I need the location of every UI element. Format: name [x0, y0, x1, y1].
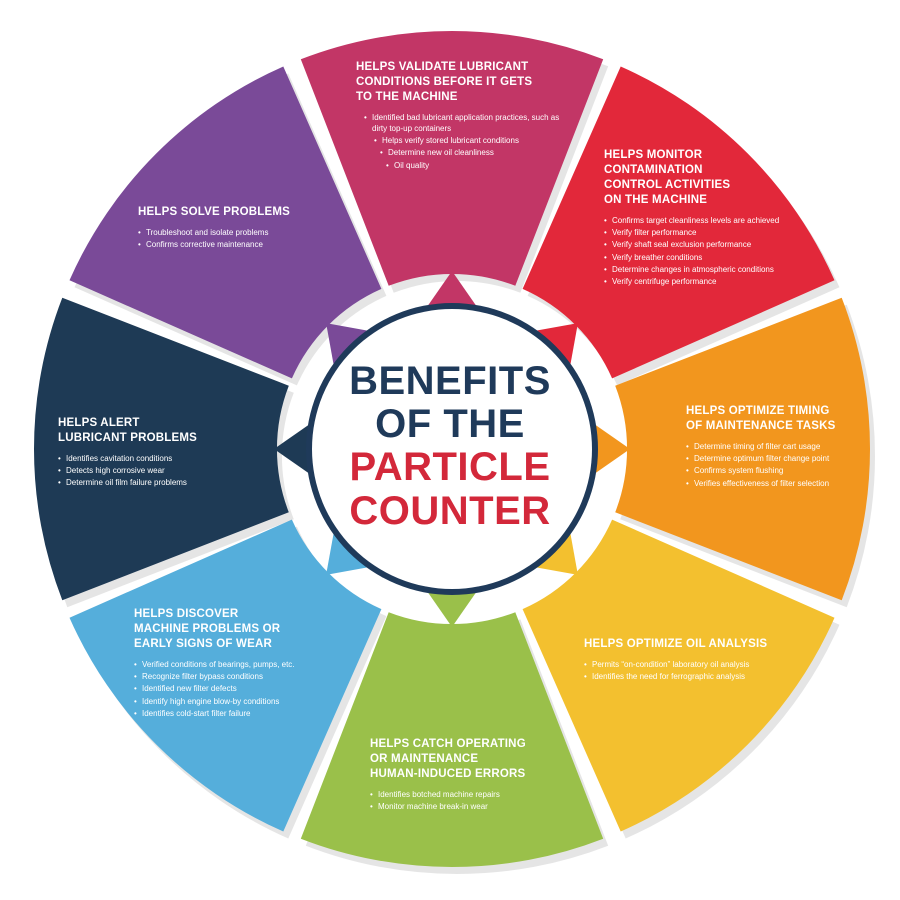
- segment-item: Oil quality: [386, 161, 571, 172]
- segment-title-line: TO THE MACHINE: [356, 90, 458, 103]
- segment-title-line: HELPS CATCH OPERATING: [370, 738, 526, 750]
- segment-title-line: HELPS ALERT: [58, 417, 140, 429]
- segment-title-line: HELPS MONITOR: [604, 149, 703, 161]
- center-title-line-1: BENEFITS: [349, 359, 551, 403]
- segment-title: HELPS VALIDATE LUBRICANT CONDITIONS BEFOR…: [356, 60, 571, 105]
- segment-text-monitor: HELPS MONITOR CONTAMINATION CONTROL ACTIVI…: [604, 148, 819, 290]
- segment-title-line: HELPS DISCOVER: [134, 608, 239, 620]
- segment-title-line: ON THE MACHINE: [604, 193, 708, 206]
- segment-title-line: EARLY SIGNS OF WEAR: [134, 637, 272, 650]
- segment-text-oil-analysis: HELPS OPTIMIZE OIL ANALYSIS Permits “on-c…: [584, 637, 814, 685]
- center-title-line-3: PARTICLE: [349, 445, 551, 490]
- segment-title-line: CONTAMINATION: [604, 163, 703, 176]
- segment-item: Recognize filter bypass conditions: [134, 672, 339, 683]
- segment-item: Helps verify stored lubricant conditions: [374, 136, 571, 147]
- segment-item: Verify filter performance: [604, 228, 819, 239]
- segment-item-list: Troubleshoot and isolate problemsConfirm…: [138, 228, 338, 251]
- segment-title: HELPS ALERT LUBRICANT PROBLEMS: [58, 416, 248, 446]
- segment-item-list: Verified conditions of bearings, pumps, …: [134, 660, 339, 720]
- segment-item: Identified new filter defects: [134, 684, 339, 695]
- segment-title-line: MACHINE PROBLEMS OR: [134, 622, 281, 635]
- segment-item-list: Identifies botched machine repairsMonito…: [370, 790, 570, 813]
- segment-item: Determine optimum filter change point: [686, 454, 876, 465]
- segment-alert: [33, 297, 289, 601]
- segment-text-validate: HELPS VALIDATE LUBRICANT CONDITIONS BEFOR…: [356, 60, 571, 173]
- segment-text-timing: HELPS OPTIMIZE TIMING OF MAINTENANCE TASK…: [686, 404, 876, 491]
- segment-text-alert: HELPS ALERT LUBRICANT PROBLEMS Identifies …: [58, 416, 248, 491]
- segment-item-list: Identified bad lubricant application pra…: [356, 113, 571, 171]
- segment-title-line: HELPS SOLVE PROBLEMS: [138, 206, 291, 218]
- segment-title: HELPS DISCOVER MACHINE PROBLEMS OR EARLY S…: [134, 607, 339, 652]
- segment-title-line: OF MAINTENANCE TASKS: [686, 419, 836, 432]
- segment-item: Determine new oil cleanliness: [380, 148, 571, 159]
- segment-title-line: CONTROL ACTIVITIES: [604, 178, 731, 191]
- segment-item-list: Determine timing of filter cart usageDet…: [686, 442, 876, 490]
- segment-title: HELPS OPTIMIZE OIL ANALYSIS: [584, 637, 814, 652]
- segment-title-line: HELPS OPTIMIZE TIMING: [686, 405, 830, 417]
- segment-item: Determine changes in atmospheric conditi…: [604, 265, 819, 276]
- segment-item: Identifies botched machine repairs: [370, 790, 570, 801]
- segment-title-line: LUBRICANT PROBLEMS: [58, 431, 198, 444]
- segment-item: Identifies the need for ferrographic ana…: [584, 672, 814, 683]
- segment-item: Confirms corrective maintenance: [138, 240, 338, 251]
- segment-item: Identifies cold-start filter failure: [134, 709, 339, 720]
- center-title: BENEFITS OF THE PARTICLE COUNTER: [330, 359, 570, 533]
- segment-item: Troubleshoot and isolate problems: [138, 228, 338, 239]
- segment-title-line: HELPS OPTIMIZE OIL ANALYSIS: [584, 638, 768, 650]
- segment-text-operating-errors: HELPS CATCH OPERATING OR MAINTENANCE HUMAN…: [370, 737, 570, 814]
- segment-item: Detects high corrosive wear: [58, 466, 248, 477]
- segment-item: Confirms system flushing: [686, 466, 876, 477]
- segment-item: Verify centrifuge performance: [604, 277, 819, 288]
- segment-item: Identified bad lubricant application pra…: [364, 113, 571, 135]
- segment-title: HELPS SOLVE PROBLEMS: [138, 205, 338, 220]
- segment-title: HELPS CATCH OPERATING OR MAINTENANCE HUMAN…: [370, 737, 570, 782]
- segment-item: Identify high engine blow-by conditions: [134, 697, 339, 708]
- segment-item: Monitor machine break-in wear: [370, 802, 570, 813]
- segment-title: HELPS OPTIMIZE TIMING OF MAINTENANCE TASK…: [686, 404, 876, 434]
- segment-item: Verify breather conditions: [604, 253, 819, 264]
- segment-item: Verified conditions of bearings, pumps, …: [134, 660, 339, 671]
- center-title-line-4: COUNTER: [349, 488, 551, 533]
- segment-title-line: CONDITIONS BEFORE IT GETS: [356, 75, 533, 88]
- segment-item: Determine timing of filter cart usage: [686, 442, 876, 453]
- segment-item-list: Permits “on-condition” laboratory oil an…: [584, 660, 814, 683]
- segment-item: Identifies cavitation conditions: [58, 454, 248, 465]
- segment-text-solve: HELPS SOLVE PROBLEMS Troubleshoot and iso…: [138, 205, 338, 253]
- center-title-line-2: OF THE: [375, 402, 525, 447]
- segment-item-list: Identifies cavitation conditionsDetects …: [58, 454, 248, 489]
- segment-item: Confirms target cleanliness levels are a…: [604, 216, 819, 227]
- segment-title-line: HELPS VALIDATE LUBRICANT: [356, 61, 529, 73]
- segment-text-discover: HELPS DISCOVER MACHINE PROBLEMS OR EARLY S…: [134, 607, 339, 721]
- segment-solve: [69, 66, 382, 379]
- segment-item: Verify shaft seal exclusion performance: [604, 240, 819, 251]
- center-disc: [312, 309, 592, 589]
- segment-item: Verifies effectiveness of filter selecti…: [686, 479, 876, 490]
- segment-title-line: OR MAINTENANCE: [370, 752, 479, 765]
- segment-title: HELPS MONITOR CONTAMINATION CONTROL ACTIVI…: [604, 148, 819, 208]
- segment-item: Permits “on-condition” laboratory oil an…: [584, 660, 814, 671]
- segment-title-line: HUMAN-INDUCED ERRORS: [370, 767, 526, 780]
- segment-item-list: Confirms target cleanliness levels are a…: [604, 216, 819, 288]
- segment-item: Determine oil film failure problems: [58, 478, 248, 489]
